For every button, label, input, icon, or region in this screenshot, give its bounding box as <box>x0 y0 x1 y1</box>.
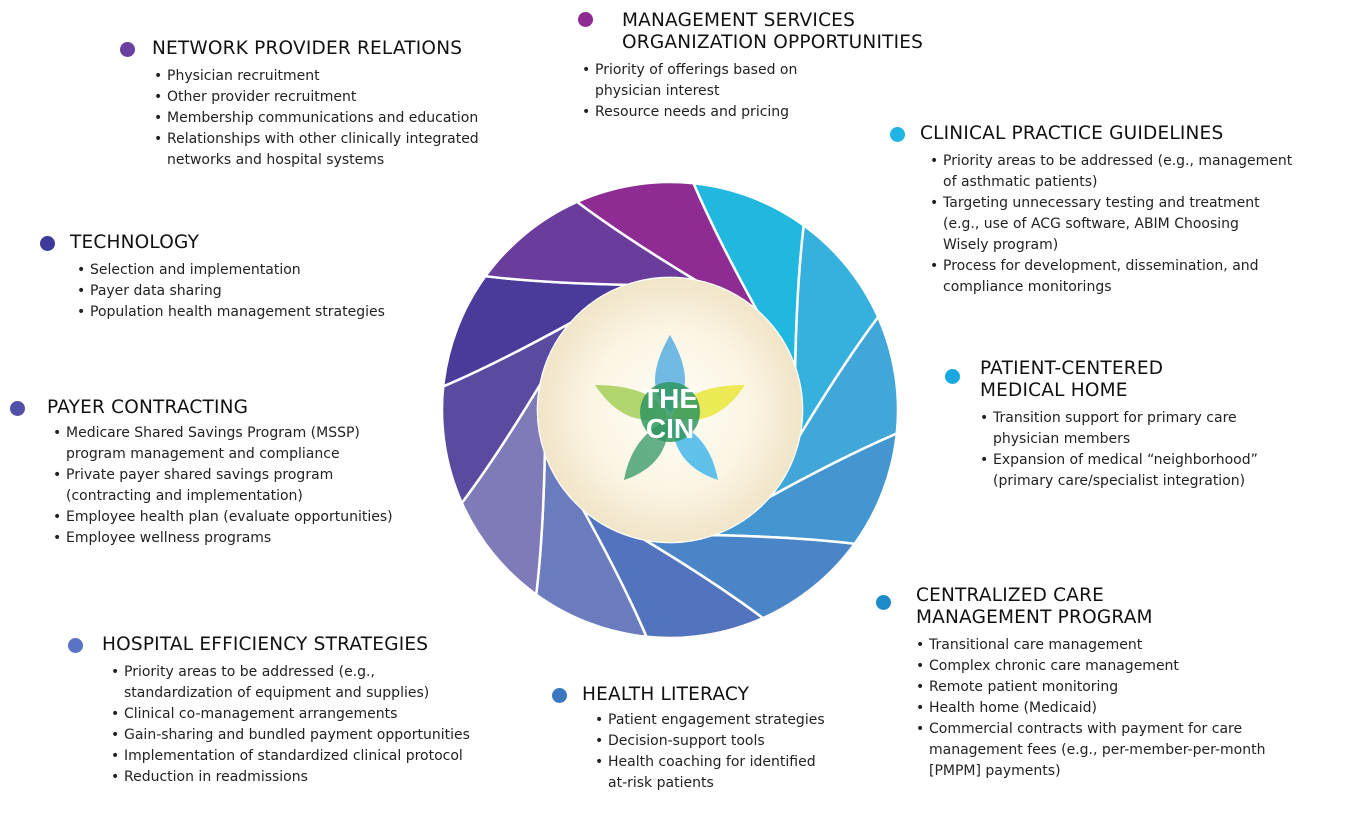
section-dot <box>876 595 891 610</box>
section-title: HOSPITAL EFFICIENCY STRATEGIES <box>102 634 429 655</box>
list-item: Physician recruitment <box>154 66 479 87</box>
list-item: Employee health plan (evaluate opportuni… <box>53 507 393 528</box>
list-item: Implementation of standardized clinical … <box>111 746 470 767</box>
section-patient-centered-medical-home: PATIENT-CENTERED MEDICAL HOME Transition… <box>945 358 1258 492</box>
section-title: MANAGEMENT SERVICES ORGANIZATION OPPORTU… <box>622 10 924 53</box>
section-list: Medicare Shared Savings Program (MSSP)pr… <box>53 423 393 549</box>
section-payer-contracting: PAYER CONTRACTING Medicare Shared Saving… <box>10 397 393 549</box>
list-item: Decision-support tools <box>595 731 825 752</box>
section-dot <box>890 127 905 142</box>
section-dot <box>10 401 25 416</box>
section-dot <box>945 369 960 384</box>
list-item: Relationships with other clinically inte… <box>154 129 479 171</box>
list-item: Priority of offerings based onphysician … <box>582 60 923 102</box>
section-dot <box>552 688 567 703</box>
list-item: Transition support for primary carephysi… <box>980 408 1258 450</box>
list-item: Clinical co-management arrangements <box>111 704 470 725</box>
list-item: Health home (Medicaid) <box>916 698 1265 719</box>
section-title: TECHNOLOGY <box>70 232 200 253</box>
list-item: Resource needs and pricing <box>582 102 923 123</box>
list-item: Complex chronic care management <box>916 656 1265 677</box>
section-hospital-efficiency-strategies: HOSPITAL EFFICIENCY STRATEGIES Priority … <box>68 634 470 788</box>
list-item: Transitional care management <box>916 635 1265 656</box>
section-list: Transition support for primary carephysi… <box>980 408 1258 492</box>
list-item: Private payer shared savings program(con… <box>53 465 393 507</box>
section-title: PATIENT-CENTERED MEDICAL HOME <box>980 358 1164 401</box>
list-item: Employee wellness programs <box>53 528 393 549</box>
list-item: Patient engagement strategies <box>595 710 825 731</box>
section-health-literacy: HEALTH LITERACY Patient engagement strat… <box>552 684 825 794</box>
section-title: PAYER CONTRACTING <box>47 397 249 418</box>
section-network-provider-relations: NETWORK PROVIDER RELATIONS Physician rec… <box>120 38 479 171</box>
list-item: Selection and implementation <box>77 260 385 281</box>
list-item: Reduction in readmissions <box>111 767 470 788</box>
center-label-line-2: CIN <box>646 413 694 444</box>
section-title: CLINICAL PRACTICE GUIDELINES <box>920 123 1224 144</box>
section-management-services: MANAGEMENT SERVICES ORGANIZATION OPPORTU… <box>578 10 923 123</box>
list-item: Expansion of medical “neighborhood”(prim… <box>980 450 1258 492</box>
section-title: HEALTH LITERACY <box>582 684 750 705</box>
list-item: Payer data sharing <box>77 281 385 302</box>
list-item: Medicare Shared Savings Program (MSSP)pr… <box>53 423 393 465</box>
section-dot <box>578 12 593 27</box>
section-dot <box>40 236 55 251</box>
list-item: Gain-sharing and bundled payment opportu… <box>111 725 470 746</box>
section-centralized-care-management: CENTRALIZED CARE MANAGEMENT PROGRAM Tran… <box>876 585 1265 782</box>
list-item: Priority areas to be addressed (e.g., ma… <box>930 151 1292 193</box>
list-item: Targeting unnecessary testing and treatm… <box>930 193 1292 256</box>
list-item: Priority areas to be addressed (e.g.,sta… <box>111 662 470 704</box>
list-item: Population health management strategies <box>77 302 385 323</box>
section-list: Patient engagement strategies Decision-s… <box>595 710 825 794</box>
wheel-graphic: THE CIN <box>440 180 900 640</box>
section-dot <box>68 638 83 653</box>
section-list: Transitional care management Complex chr… <box>916 635 1265 782</box>
section-title: NETWORK PROVIDER RELATIONS <box>152 38 463 59</box>
cin-wheel: THE CIN <box>440 180 900 640</box>
list-item: Remote patient monitoring <box>916 677 1265 698</box>
center-label-line-1: THE <box>642 383 698 414</box>
star-center <box>640 382 700 442</box>
list-item: Commercial contracts with payment for ca… <box>916 719 1265 782</box>
section-list: Priority areas to be addressed (e.g.,sta… <box>111 662 470 788</box>
section-list: Physician recruitment Other provider rec… <box>154 66 479 171</box>
section-list: Priority areas to be addressed (e.g., ma… <box>930 151 1292 298</box>
wheel-blade <box>483 200 697 287</box>
section-clinical-practice-guidelines: CLINICAL PRACTICE GUIDELINES Priority ar… <box>890 123 1292 298</box>
cin-star-logo <box>595 335 745 480</box>
list-item: Membership communications and education <box>154 108 479 129</box>
section-title: CENTRALIZED CARE MANAGEMENT PROGRAM <box>916 585 1153 628</box>
list-item: Process for development, dissemination, … <box>930 256 1292 298</box>
section-technology: TECHNOLOGY Selection and implementation … <box>40 232 385 323</box>
section-dot <box>120 42 135 57</box>
section-list: Selection and implementation Payer data … <box>77 260 385 323</box>
list-item: Other provider recruitment <box>154 87 479 108</box>
section-list: Priority of offerings based onphysician … <box>582 60 923 123</box>
